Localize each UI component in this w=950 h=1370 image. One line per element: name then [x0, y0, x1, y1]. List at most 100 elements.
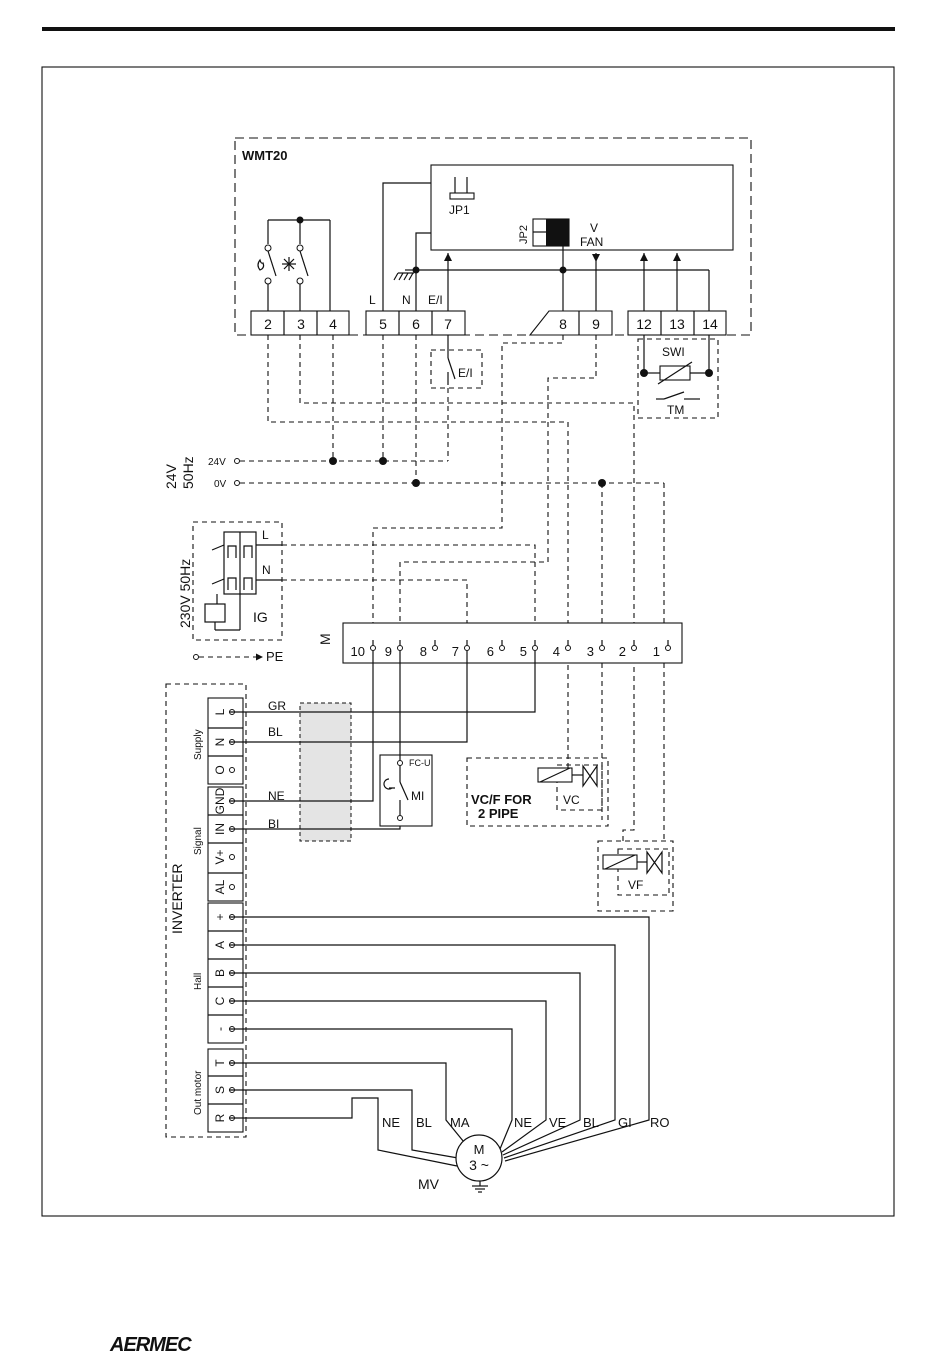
m-terminal-point [666, 646, 671, 651]
motor-wire-labels: NE BL MA NE VE BL GI RO [382, 1115, 670, 1130]
group-hall: Hall [193, 973, 204, 990]
snowflake-icon [282, 257, 296, 271]
terminal-4: 4 [329, 316, 337, 332]
wmt20-title: WMT20 [242, 148, 288, 163]
m-terminal-point [600, 646, 605, 651]
terminal-13: 13 [669, 316, 685, 332]
inverter: INVERTER Supply Signal Hall Out motor L N… [166, 684, 246, 1137]
inverter-terminal-label: L [213, 708, 227, 715]
motor-m-label: M [474, 1142, 485, 1157]
m-terminal-point [500, 646, 505, 651]
group-out-motor: Out motor [193, 1070, 204, 1115]
inverter-terminal-label: R [213, 1113, 227, 1122]
wire-ne: NE [268, 789, 285, 803]
inverter-terminal-point [230, 768, 235, 773]
m-terminal-label: 4 [553, 644, 560, 659]
ei-contact: E/I [431, 335, 482, 388]
inverter-terminal-label: V+ [213, 849, 227, 864]
header-rule [42, 27, 895, 31]
swi-label: SWI [662, 345, 685, 359]
inverter-terminal-label: C [213, 996, 227, 1005]
m-block-label: M [317, 633, 333, 645]
term-label-n: N [402, 293, 411, 307]
vf-valve-icon [647, 852, 662, 873]
inverter-terminal-label: B [213, 969, 227, 977]
ig-label: IG [253, 609, 268, 625]
motor-wire-label: BL [416, 1115, 432, 1130]
m-terminal-label: 1 [653, 644, 660, 659]
m-terminal-point [433, 646, 438, 651]
m-terminal-label: 9 [385, 644, 392, 659]
terminal-14: 14 [702, 316, 718, 332]
motor-wire-label: RO [650, 1115, 670, 1130]
motor-wire-label: MA [450, 1115, 470, 1130]
swi-tm-block: SWI TM [638, 335, 718, 418]
mi-switch: FC-U MI [380, 651, 432, 826]
inverter-terminal-label: O [213, 765, 227, 774]
group-supply: Supply [193, 729, 204, 760]
wire-bl: BL [268, 725, 283, 739]
term-label-ei: E/I [428, 293, 443, 307]
rail-24v-label: 24V [208, 457, 226, 468]
inverter-terminal-label: IN [213, 823, 227, 835]
mains-voltage-label: 230V 50Hz [177, 559, 193, 628]
m-terminal-label: 3 [587, 644, 594, 659]
earth-icon [394, 270, 416, 280]
m-terminal-point [533, 646, 538, 651]
mi-fc-label: FC-U [409, 758, 431, 768]
supply-24v: 24V 50Hz 24V 0V [163, 456, 664, 490]
inverter-terminal-point [230, 885, 235, 890]
rail-0v-label: 0V [214, 479, 227, 490]
inverter-terminal-label: + [213, 913, 227, 920]
inverter-terminal-label: S [213, 1086, 227, 1094]
group-signal: Signal [193, 827, 204, 855]
mi-label: MI [411, 789, 424, 803]
inverter-terminal-label: GND [213, 787, 227, 814]
inverter-terminal-label: T [213, 1059, 227, 1067]
terminal-6: 6 [412, 316, 420, 332]
fan-label-v: V [590, 221, 598, 235]
m-terminal-point [371, 646, 376, 651]
terminal-9: 9 [592, 316, 600, 332]
inverter-title: INVERTER [169, 863, 185, 934]
term-label-l: L [369, 293, 376, 307]
m-terminal-label: 5 [520, 644, 527, 659]
motor-name: MV [418, 1176, 440, 1192]
wire-gr: GR [268, 699, 286, 713]
wire-bi: BI [268, 817, 279, 831]
ei-switch-label: E/I [458, 366, 473, 380]
terminal-12: 12 [636, 316, 652, 332]
m-terminal-point [398, 646, 403, 651]
motor-wire-label: GI [618, 1115, 632, 1130]
pe-label: PE [266, 649, 284, 664]
motor-wire-label: VE [549, 1115, 567, 1130]
tm-label: TM [667, 403, 684, 417]
supply-24v-label: 24V [163, 463, 179, 489]
vc-title-1: VC/F FOR [471, 792, 532, 807]
jp1-label: JP1 [449, 203, 470, 217]
motor-wire-label: NE [514, 1115, 532, 1130]
terminal-2: 2 [264, 316, 272, 332]
motor-phase-label: 3 ~ [469, 1157, 489, 1173]
supply-freq-label: 50Hz [180, 456, 196, 489]
inverter-terminal-label: N [213, 738, 227, 747]
terminal-3: 3 [297, 316, 305, 332]
m-terminal-point [632, 646, 637, 651]
terminal-8: 8 [559, 316, 567, 332]
vc-label: VC [563, 793, 580, 807]
terminal-7: 7 [444, 316, 452, 332]
vc-valve-block: VC/F FOR 2 PIPE VC [467, 745, 608, 826]
m-terminal-block: M 10987654321 [317, 623, 682, 663]
vc-title-2: 2 PIPE [478, 806, 519, 821]
m-terminal-label: 7 [452, 644, 459, 659]
motor-wire-label: BL [583, 1115, 599, 1130]
terminal-5: 5 [379, 316, 387, 332]
inverter-terminal-label: AL [213, 879, 227, 894]
inverter-terminal-label: - [213, 1027, 227, 1031]
m-terminal-point [566, 646, 571, 651]
ferrite-filter [300, 703, 351, 841]
vc-valve-icon [583, 766, 597, 786]
jp2-label: JP2 [518, 225, 530, 244]
m-terminal-point [465, 646, 470, 651]
